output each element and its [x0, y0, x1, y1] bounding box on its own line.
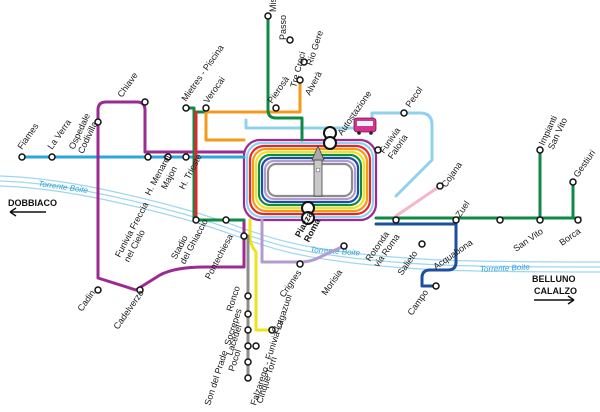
route-green-north [266, 12, 304, 142]
stop-label-funivia-faloria: FuniviaFaloria [377, 126, 410, 161]
central-loop-bundle [242, 138, 378, 222]
stop-label-san-vito: San Vito [511, 226, 544, 254]
bell-tower-icon [311, 144, 325, 197]
stop-label-passo: Passo [278, 15, 288, 40]
stop-dots [18, 12, 582, 382]
stop-label-borca: Borca [557, 226, 582, 248]
stop-label-ospedale: OspedaleCodivilla [67, 112, 101, 155]
stop-label-tre-croci: Tre Croci [288, 51, 307, 89]
river-label-east: Torrente Boite [480, 262, 531, 274]
route-lines [20, 12, 582, 380]
stop-label-misurina: Misurina [268, 0, 278, 12]
stop-label-crignes: Crignes [277, 268, 303, 300]
stop-label-cojana: Cojana [439, 160, 464, 189]
route-pink [394, 184, 442, 218]
direction-west: DOBBIACO [8, 198, 57, 217]
direction-east: BELLUNO CALALZO [532, 274, 577, 305]
route-purple [96, 100, 246, 292]
stop-label-funivia-freccia: Funivia Freccianel Cielo [113, 200, 159, 263]
stop-label-gestiuri: Gestiuri [571, 148, 597, 179]
stop-label-mietres: Mietres - Piscina [179, 43, 225, 103]
route-green-east [374, 148, 582, 220]
svg-text:DOBBIACO: DOBBIACO [8, 198, 57, 208]
stop-label-zuel: Zuel [453, 199, 471, 219]
stop-label-impianti: ImpiantiSan Vito [537, 112, 569, 151]
stop-label-cadelverzo: Cadelverzo [111, 288, 145, 331]
route-darkblue [374, 222, 458, 288]
stop-label-acquabona: Acquabona [431, 237, 474, 271]
stop-label-campo: Campo [405, 288, 430, 318]
stop-label-verocai: Verocai [201, 75, 226, 105]
svg-text:CALALZO: CALALZO [534, 286, 577, 296]
stop-label-morisia: Morisia [319, 268, 344, 298]
hub-markers [301, 126, 337, 225]
stop-label-son-del-prade: Son del Prade [202, 349, 229, 406]
stop-label-fiames: Fiames [15, 121, 40, 151]
stop-label-pontechiesa: Pontechiesa [203, 232, 235, 280]
stop-label-rio-gere: Rio Gere [304, 29, 325, 66]
stop-label-chiave: Chiave [115, 70, 139, 99]
route-orange [204, 78, 302, 142]
route-green [184, 106, 246, 222]
stop-label-cadin: Cadin [75, 288, 97, 313]
svg-text:BELLUNO: BELLUNO [532, 274, 576, 284]
stop-label-alvera: Alverà [303, 70, 324, 97]
route-yellow [248, 218, 274, 332]
bus-icon [353, 117, 377, 135]
stop-label-pecol: Pecol [403, 85, 424, 109]
